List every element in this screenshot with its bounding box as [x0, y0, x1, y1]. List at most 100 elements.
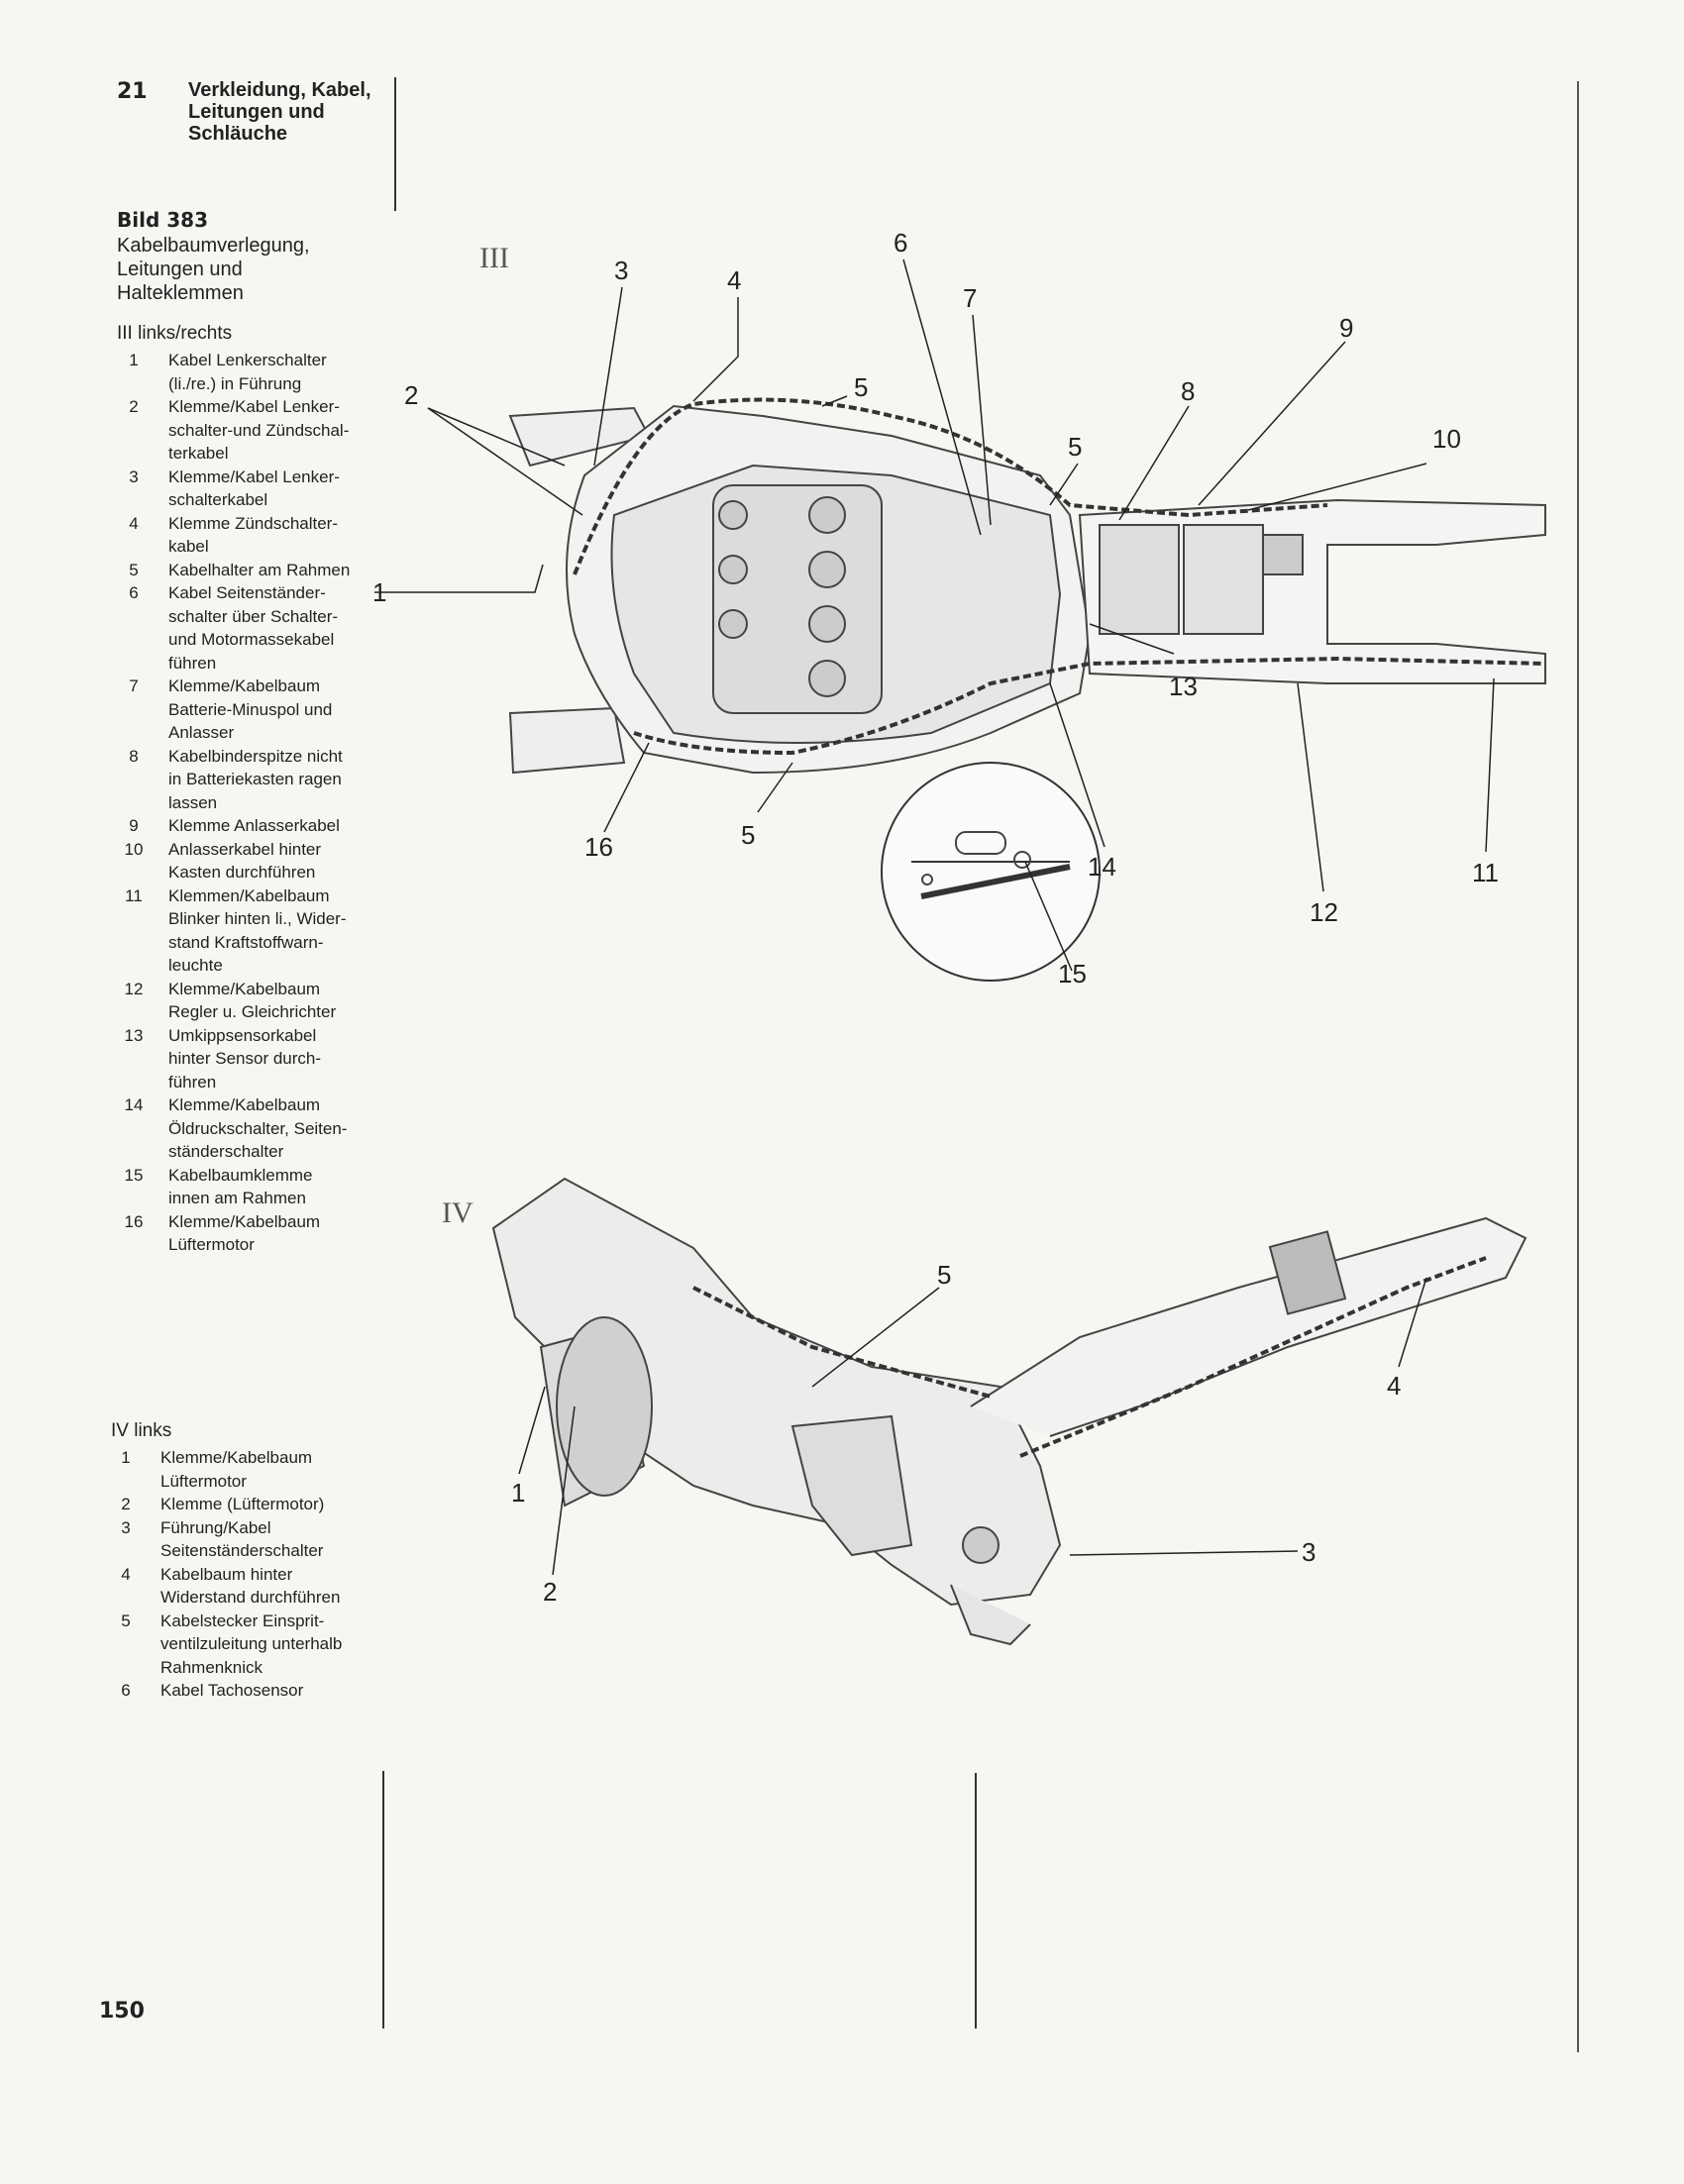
legend-iii-heading: III links/rechts — [117, 323, 233, 344]
legend-item-line: Widerstand durchführen — [160, 1588, 341, 1607]
legend-item-number: 1 — [129, 351, 139, 369]
legend-item-line: Kabel Tachosensor — [160, 1681, 304, 1700]
callout-iii-4: 4 — [727, 265, 741, 295]
legend-item-line: und Motormassekabel — [168, 630, 335, 649]
legend-item-line: Lüftermotor — [168, 1235, 255, 1254]
legend-item-number: 16 — [124, 1211, 144, 1231]
caption-line: Kabelbaumverlegung, — [117, 235, 310, 257]
legend-item-number: 14 — [124, 1095, 144, 1114]
legend-item-line: stand Kraftstoffwarn- — [168, 932, 324, 952]
legend-item-line: Umkippsensorkabel — [168, 1025, 317, 1045]
right-margin-rule — [1577, 81, 1579, 2052]
legend-item-line: Klemme/Kabelbaum — [160, 1448, 313, 1467]
legend-item: 8 Kabelbinderspitze nicht in Batteriekaste… — [99, 745, 367, 815]
legend-item-line: in Batteriekasten ragen — [168, 770, 342, 788]
callout-iii-13: 13 — [1169, 672, 1198, 701]
callout-iii-11: 11 — [1472, 858, 1499, 887]
legend-item-line: Klemme/Kabel Lenker- — [168, 467, 340, 486]
page-number: 150 — [99, 1999, 145, 2024]
legend-item-line: Anlasser — [168, 723, 235, 742]
chapter-number: 21 — [117, 79, 148, 104]
callout-iii-7: 7 — [963, 283, 977, 313]
legend-item-number: 10 — [124, 839, 144, 859]
legend-item-text: Kabelstecker Einsprit-ventilzuleitung un… — [160, 1610, 378, 1680]
legend-iii: 1 Kabel Lenkerschalter(li./re.) in Führun… — [99, 349, 367, 1257]
legend-item-text: Kabel Tachosensor — [160, 1679, 378, 1703]
legend-item-line: Kabelstecker Einsprit- — [160, 1611, 325, 1630]
legend-item-line: führen — [168, 1072, 217, 1092]
legend-item-line: hinter Sensor durch- — [168, 1049, 322, 1068]
legend-item-number: 5 — [121, 1611, 131, 1630]
legend-item-line: Rahmenknick — [160, 1657, 263, 1677]
legend-item-text: Klemme (Lüftermotor) — [160, 1493, 378, 1516]
callout-iii-3: 3 — [614, 256, 628, 285]
legend-item-number: 15 — [124, 1165, 144, 1185]
legend-item-text: Umkippsensorkabel hinter Sensor durch-füh… — [168, 1024, 367, 1094]
legend-item-line: Regler u. Gleichrichter — [168, 1002, 337, 1021]
legend-item-text: Kabelhalter am Rahmen — [168, 559, 367, 582]
chapter-title-line: Verkleidung, Kabel, — [188, 79, 371, 101]
legend-item-line: schalter-und Zündschal- — [168, 420, 350, 440]
legend-item-line: Öldruckschalter, Seiten- — [168, 1118, 348, 1138]
chapter-title: Verkleidung, Kabel, Leitungen und Schläu… — [188, 79, 386, 145]
legend-item-number: 2 — [129, 397, 139, 416]
legend-item-line: Klemme/Kabelbaum — [168, 979, 321, 998]
legend-item-number: 8 — [129, 746, 139, 766]
legend-item: 4 Klemme Zündschalter-kabel — [99, 512, 367, 559]
callout-iii-15: 15 — [1058, 959, 1087, 988]
chapter-title-line: Schläuche — [188, 123, 288, 145]
legend-item-line: Blinker hinten li., Wider- — [168, 909, 347, 928]
legend-item-number: 6 — [121, 1681, 131, 1700]
callout-iv-2: 2 — [543, 1577, 557, 1607]
legend-item-line: Klemme/Kabel Lenker- — [168, 397, 340, 416]
legend-item-number: 1 — [121, 1448, 131, 1467]
callout-iii-5b: 5 — [1068, 432, 1082, 462]
legend-item-line: Kabelbaum hinter — [160, 1564, 293, 1584]
diagram-iv: IV 1 2 5 4 3 — [442, 1177, 1527, 1646]
callout-iii-2: 2 — [404, 380, 418, 410]
callout-iii-5c: 5 — [741, 820, 755, 850]
legend-item-number: 4 — [129, 513, 139, 533]
figure-caption: Kabelbaumverlegung, Leitungen und Haltek… — [117, 234, 374, 305]
legend-item-number: 4 — [121, 1564, 131, 1584]
callout-iii-9: 9 — [1339, 313, 1353, 343]
legend-item-text: Kabel Lenkerschalter(li./re.) in Führung — [168, 349, 367, 395]
legend-item-number: 3 — [129, 467, 139, 486]
header-divider — [394, 77, 396, 211]
callout-iv-4: 4 — [1387, 1371, 1401, 1401]
callout-iii-5: 5 — [854, 372, 868, 402]
legend-item-line: Kabelbaumklemme — [168, 1165, 313, 1185]
legend-item-line: Kabelbinderspitze nicht — [168, 746, 343, 766]
legend-item-line: lassen — [168, 792, 218, 812]
legend-item-line: Klemme/Kabelbaum — [168, 676, 321, 695]
legend-item: 6 Kabel Tachosensor — [91, 1679, 378, 1703]
callout-iii-16: 16 — [584, 832, 613, 862]
legend-item-line: Klemme Anlasserkabel — [168, 816, 340, 835]
caption-line: Leitungen und — [117, 259, 243, 280]
legend-item-text: Klemme Zündschalter-kabel — [168, 512, 367, 559]
legend-item-line: Lüftermotor — [160, 1471, 247, 1491]
callout-iii-8: 8 — [1181, 376, 1195, 406]
legend-item-number: 11 — [125, 885, 143, 905]
legend-item-line: Kabel Lenkerschalter — [168, 351, 327, 369]
callout-iii-10: 10 — [1432, 424, 1461, 454]
legend-item-line: kabel — [168, 537, 209, 556]
callout-iii-12: 12 — [1310, 897, 1338, 927]
